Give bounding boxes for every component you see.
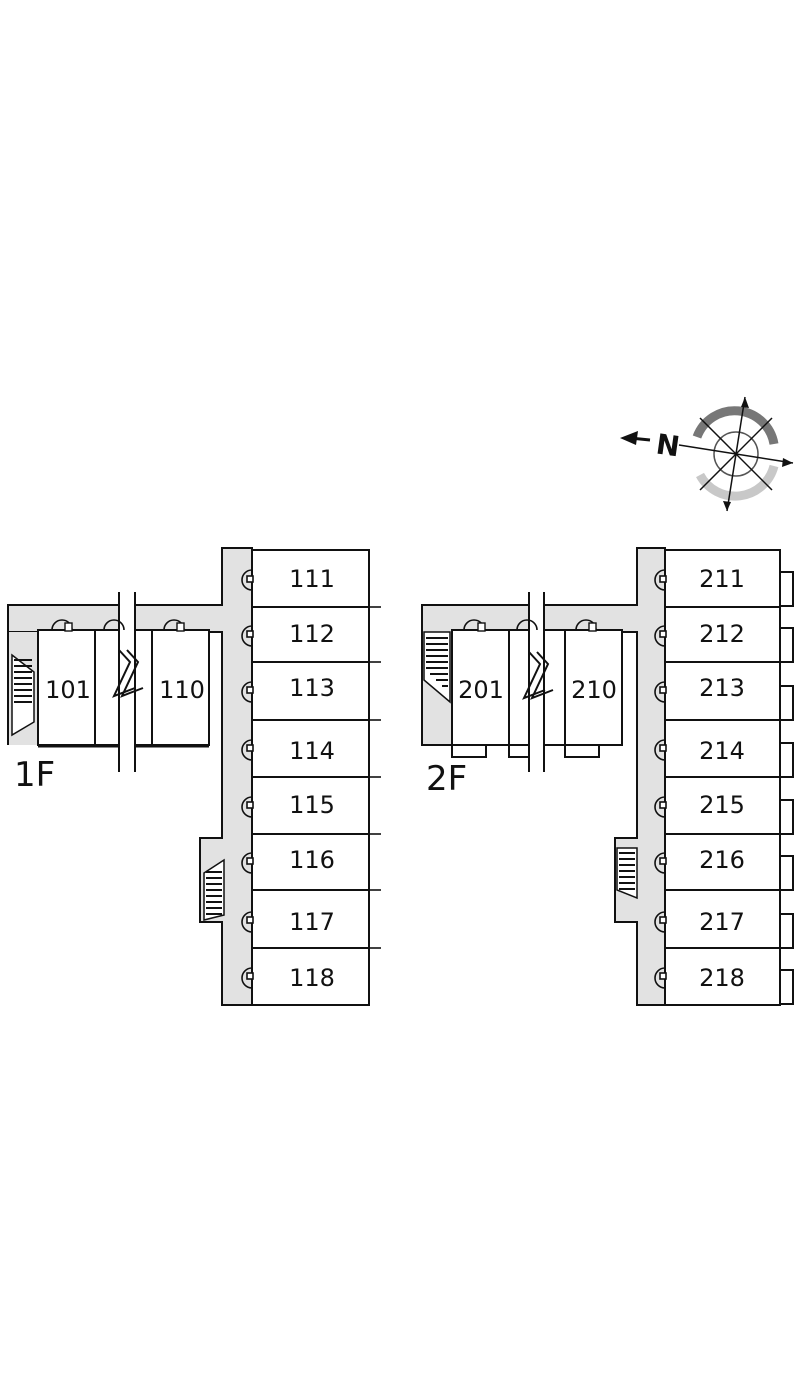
balcony	[779, 913, 794, 949]
room-label: 201	[458, 676, 504, 704]
room-label: 113	[289, 674, 335, 702]
door-icon	[654, 625, 667, 647]
balcony	[779, 855, 794, 891]
break-symbol-2f	[522, 592, 554, 772]
door-icon	[163, 619, 185, 632]
balcony	[451, 744, 487, 758]
room-label: 112	[289, 620, 335, 648]
door-icon	[654, 681, 667, 703]
compass-rose-icon: N	[620, 396, 794, 512]
room-112	[251, 606, 370, 663]
door-icon	[463, 619, 486, 632]
door-icon	[654, 569, 667, 591]
balcony	[779, 685, 794, 721]
room-115	[251, 776, 370, 835]
door-icon	[241, 911, 254, 933]
balcony	[779, 799, 794, 835]
door-icon	[654, 852, 667, 874]
door-icon	[241, 739, 254, 761]
room-label: 213	[699, 674, 745, 702]
room-117	[251, 889, 370, 949]
north-label: N	[654, 428, 682, 464]
room-116	[251, 833, 370, 891]
door-icon	[654, 967, 667, 989]
room-111	[251, 549, 370, 608]
room-label: 218	[699, 964, 745, 992]
room-label: 217	[699, 908, 745, 936]
room-label: 110	[159, 676, 205, 704]
door-icon	[103, 619, 125, 631]
staircase-icon	[423, 631, 451, 704]
staircase-icon	[616, 847, 638, 900]
door-icon	[51, 619, 73, 632]
room-label: 118	[289, 964, 335, 992]
room-114	[251, 719, 370, 778]
floor-label-1f: 1F	[14, 755, 55, 795]
room-label: 111	[289, 565, 335, 593]
room-210	[564, 629, 623, 746]
room-113	[251, 661, 370, 721]
door-icon	[241, 967, 254, 989]
balcony	[779, 571, 794, 607]
door-icon	[654, 796, 667, 818]
room-label: 101	[45, 676, 91, 704]
room-label: 212	[699, 620, 745, 648]
door-icon	[654, 911, 667, 933]
room-label: 116	[289, 846, 335, 874]
door-icon	[241, 569, 254, 591]
floor-1: 101 110 111 112 113 114 115 116 117 118 …	[7, 547, 381, 1006]
floor-2: 201 210 211 212 213 214 215 216 217 218 …	[421, 547, 794, 1006]
corridor-1f	[7, 547, 253, 1006]
room-label: 214	[699, 737, 745, 765]
room-label: 211	[699, 565, 745, 593]
balcony	[779, 969, 794, 1005]
room-label: 115	[289, 791, 335, 819]
door-icon	[575, 619, 597, 632]
room-label: 117	[289, 908, 335, 936]
balcony	[779, 742, 794, 778]
room-label: 210	[571, 676, 617, 704]
room-118	[251, 947, 370, 1006]
staircase-icon	[11, 653, 35, 737]
door-icon	[654, 739, 667, 761]
door-icon	[241, 796, 254, 818]
room-label: 114	[289, 737, 335, 765]
balcony	[779, 627, 794, 663]
room-213	[664, 661, 781, 721]
staircase-icon	[203, 858, 225, 921]
door-icon	[241, 625, 254, 647]
floor-label-2f: 2F	[426, 759, 467, 799]
room-label: 215	[699, 791, 745, 819]
room-label: 216	[699, 846, 745, 874]
balcony	[564, 744, 600, 758]
door-icon	[241, 852, 254, 874]
door-icon	[516, 619, 538, 631]
door-icon	[241, 681, 254, 703]
